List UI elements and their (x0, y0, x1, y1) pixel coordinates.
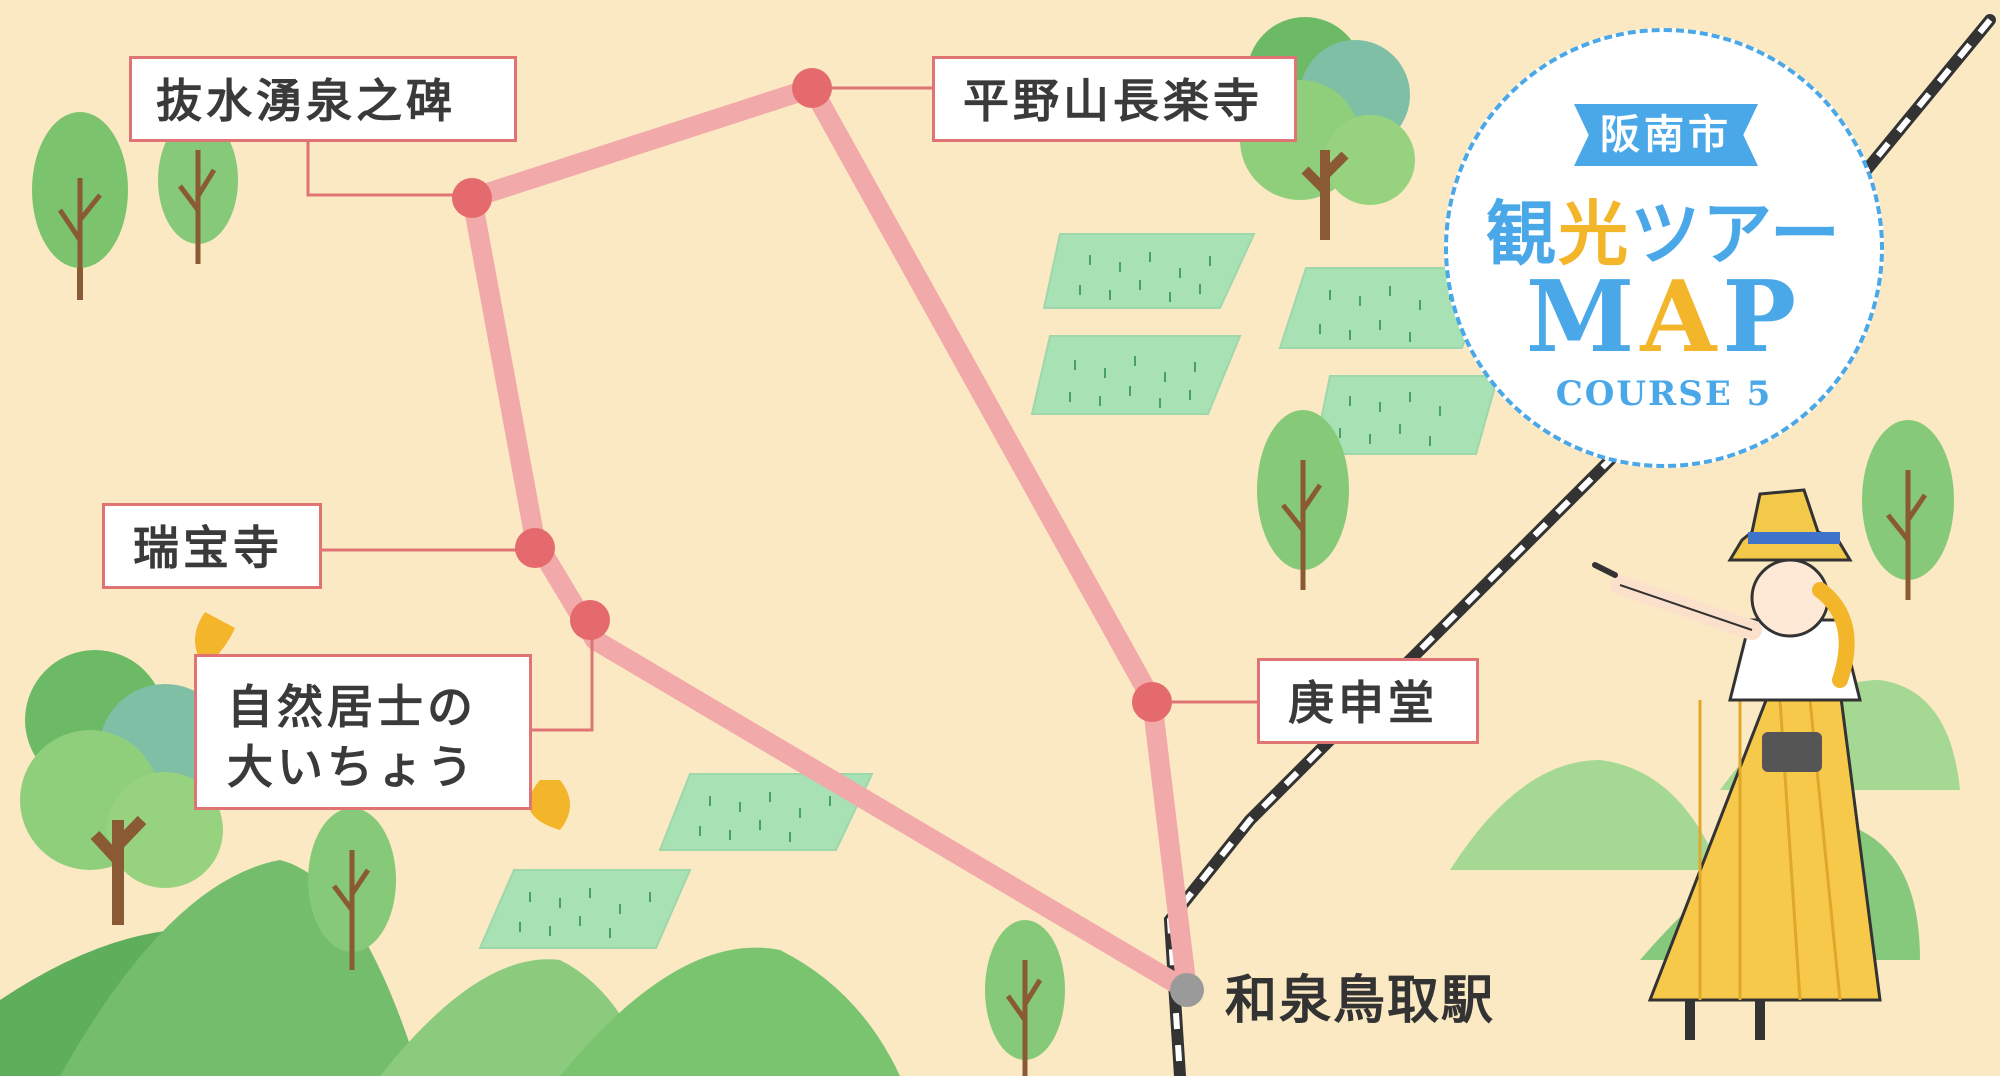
tree-bottom-left (308, 808, 396, 970)
spot-dot-zuiho[interactable] (515, 528, 555, 568)
spot-dot-shizen[interactable] (570, 600, 610, 640)
hills-bottom (0, 860, 900, 1076)
spot-name-line-2: 大いちょう (227, 740, 477, 794)
tree-bottom-center (985, 920, 1065, 1076)
station-dot[interactable] (1170, 973, 1204, 1007)
tree-far-right (1862, 420, 1954, 600)
badge-title-char: 観 (1486, 192, 1559, 275)
spot-dot-bassui[interactable] (452, 178, 492, 218)
spot-name: 瑞宝寺 (133, 521, 283, 575)
rice-fields (478, 233, 1500, 949)
badge-map-letter: M (1525, 260, 1641, 375)
badge-title-char: ツ (1630, 192, 1703, 275)
spot-label-shizen[interactable]: 自然居士の 大いちょう (194, 654, 532, 810)
badge-circle (1444, 28, 1884, 468)
camera-icon (1762, 732, 1822, 772)
traveler-illustration (1592, 488, 1882, 1040)
badge-map-letter: P (1722, 260, 1803, 375)
station-label[interactable]: 和泉鳥取駅 (1225, 958, 1495, 1033)
badge-title-char: 光 (1558, 192, 1631, 275)
spot-name-line-1: 自然居士の (227, 680, 477, 734)
spot-name: 平野山長楽寺 (963, 74, 1263, 128)
spot-label-zuiho[interactable]: 瑞宝寺 (102, 503, 322, 589)
badge-title-char: ー (1769, 192, 1842, 275)
spot-label-heiya[interactable]: 平野山長楽寺 (932, 56, 1297, 142)
station-name: 和泉鳥取駅 (1225, 971, 1496, 1031)
course-badge: 阪南市 観光ツアー MAP COURSE 5 (1444, 28, 1884, 468)
badge-map-word: MAP (1444, 260, 1884, 375)
spot-dot-koshin[interactable] (1132, 682, 1172, 722)
spot-label-bassui[interactable]: 抜水湧泉之碑 (129, 56, 517, 142)
spot-dots (452, 68, 1172, 722)
spot-dot-heiya[interactable] (792, 68, 832, 108)
badge-title-char: ア (1702, 192, 1770, 275)
badge-city-ribbon: 阪南市 (1574, 104, 1758, 166)
spot-label-koshin[interactable]: 庚申堂 (1257, 658, 1479, 744)
spot-name: 庚申堂 (1288, 676, 1438, 730)
tree-top-left-2 (158, 116, 238, 264)
spot-name: 抜水湧泉之碑 (156, 74, 456, 128)
badge-title: 観光ツアー (1444, 178, 1884, 279)
badge-course: COURSE 5 (1555, 374, 1773, 414)
badge-map-letter: A (1640, 260, 1723, 375)
tree-mid-right (1257, 410, 1349, 590)
tree-top-left-1 (32, 112, 128, 300)
